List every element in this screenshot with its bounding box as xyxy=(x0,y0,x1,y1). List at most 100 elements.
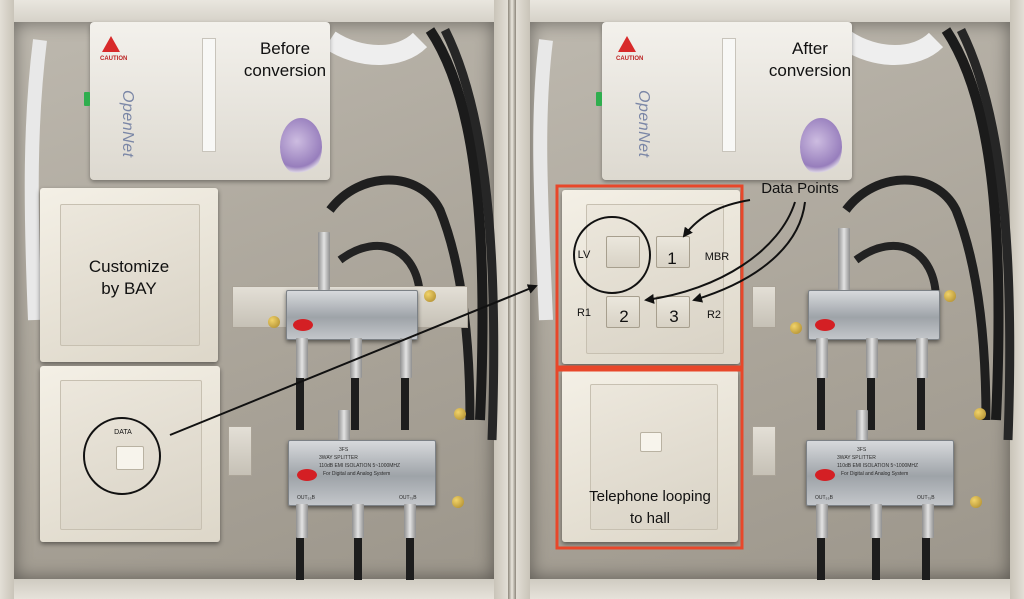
frame-top xyxy=(0,0,508,22)
frame-top xyxy=(516,0,1024,22)
faceplate-insert xyxy=(60,204,200,346)
splitter-spec: 110dB EMI ISOLATION 5~1000MHZ xyxy=(837,463,919,469)
splitter-type: 3WAY SPLITTER xyxy=(837,455,876,461)
screw xyxy=(454,408,466,420)
coax-fitting xyxy=(856,410,868,440)
frame-bottom xyxy=(0,579,508,599)
data-jack-circle xyxy=(83,417,161,495)
coax-fitting xyxy=(816,504,828,538)
data-point-arrow-3 xyxy=(692,201,806,303)
screw xyxy=(452,496,464,508)
after-title-line1: After xyxy=(792,39,828,58)
screw xyxy=(268,316,280,328)
coax-fitting xyxy=(318,232,330,290)
coax-fitting xyxy=(296,504,308,538)
coax-fitting xyxy=(350,338,362,378)
splitter-out-left: OUT₅₅B xyxy=(815,495,833,501)
blank-faceplate xyxy=(40,188,218,362)
faceplate-insert xyxy=(590,384,718,530)
ont-unit: CAUTION OpenNet xyxy=(90,22,330,180)
splitter-bottom: 3FS 3WAY SPLITTER 110dB EMI ISOLATION 5~… xyxy=(288,440,436,506)
frame-left xyxy=(516,0,530,599)
coax-fitting xyxy=(922,504,934,538)
cables-right xyxy=(533,27,1015,580)
after-title: After conversion xyxy=(735,38,885,82)
data-points-label: Data Points xyxy=(761,180,839,197)
before-title-line2: conversion xyxy=(243,61,327,80)
data-jack-label: DATA xyxy=(114,429,132,436)
coax-fitting xyxy=(866,338,878,378)
ont-status-window xyxy=(722,38,736,152)
telephone-line2: to hall xyxy=(629,510,671,527)
nee-logo-icon xyxy=(297,469,317,481)
splitter-top xyxy=(286,290,418,340)
port-3 xyxy=(656,296,690,328)
customize-label: Customize by BAY xyxy=(64,256,194,300)
frame-right xyxy=(1010,0,1024,599)
ont-logo-icon xyxy=(800,118,842,176)
splitter-note: For Digital and Analog System xyxy=(841,471,909,477)
caution-icon xyxy=(102,36,120,52)
splitter-bottom: 3FS 3WAY SPLITTER 110dB EMI ISOLATION 5~… xyxy=(806,440,954,506)
splitter-model: 3FS xyxy=(339,447,349,453)
faceplate-insert xyxy=(586,204,724,354)
screw xyxy=(970,496,982,508)
port-1 xyxy=(656,236,690,268)
room-r2-label: R2 xyxy=(706,309,722,321)
customize-line1: Customize xyxy=(88,257,170,276)
splitter-out-left: OUT₅₅B xyxy=(297,495,315,501)
mounting-bracket xyxy=(228,426,252,476)
data-point-arrow-2 xyxy=(644,201,796,304)
splitter-spec: 110dB EMI ISOLATION 5~1000MHZ xyxy=(319,463,401,469)
conversion-arrow xyxy=(169,284,538,436)
rj45-jack xyxy=(116,446,144,470)
data-point-arrow-1 xyxy=(682,199,751,238)
nee-logo-icon xyxy=(815,319,835,331)
coax-fitting xyxy=(816,338,828,378)
caution-icon xyxy=(618,36,636,52)
coax-fitting xyxy=(352,504,364,538)
screw xyxy=(974,408,986,420)
screw xyxy=(944,290,956,302)
green-connector xyxy=(596,92,602,106)
mounting-bracket xyxy=(752,426,776,476)
splitter-type: 3WAY SPLITTER xyxy=(319,455,358,461)
frame-left xyxy=(0,0,14,599)
splitter-note: For Digital and Analog System xyxy=(323,471,391,477)
port-lv xyxy=(606,236,640,268)
splitter-out-right: OUT₇₅B xyxy=(917,495,935,501)
coax-fitting xyxy=(916,338,928,378)
lv-port-circle xyxy=(573,216,651,294)
before-title-line1: Before xyxy=(259,39,311,58)
highlight-box-data xyxy=(555,184,744,369)
nee-logo-icon xyxy=(815,469,835,481)
telephone-label: Telephone looping to hall xyxy=(562,486,738,530)
data-points-faceplate xyxy=(562,190,740,364)
screw xyxy=(424,290,436,302)
coax-fitting xyxy=(400,338,412,378)
room-r1-label: R1 xyxy=(576,307,592,319)
coax-fitting xyxy=(404,504,416,538)
splitter-model: 3FS xyxy=(857,447,867,453)
port-1-label: 1 xyxy=(667,249,677,268)
customize-line2: by BAY xyxy=(101,279,157,298)
telephone-faceplate xyxy=(562,370,738,542)
splitter-top xyxy=(808,290,940,340)
frame-bottom xyxy=(516,579,1024,599)
telephone-line1: Telephone looping xyxy=(589,488,711,505)
screw xyxy=(790,322,802,334)
coax-fitting xyxy=(870,504,882,538)
coax-fitting xyxy=(338,410,350,440)
coax-fitting xyxy=(838,228,850,290)
nee-logo-icon xyxy=(293,319,313,331)
ont-caution-text: CAUTION xyxy=(616,56,644,62)
ont-status-window xyxy=(202,38,216,152)
port-2-label: 2 xyxy=(619,307,629,326)
panel-divider xyxy=(508,0,516,599)
rj11-jack xyxy=(640,432,662,452)
ont-caution-text: CAUTION xyxy=(100,56,128,62)
mounting-bracket xyxy=(752,286,776,328)
panel-after: CAUTION OpenNet xyxy=(516,0,1024,599)
ont-unit: CAUTION OpenNet xyxy=(602,22,852,180)
